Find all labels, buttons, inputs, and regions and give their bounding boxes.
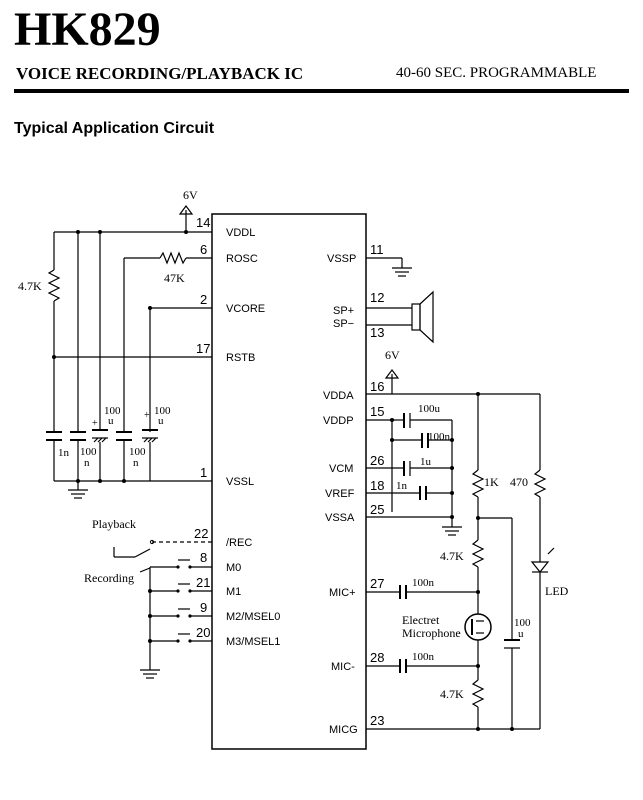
pin-spm-num: 13 xyxy=(370,325,384,340)
c-100n-a-unit: n xyxy=(84,457,90,469)
pin-vdda-name: VDDA xyxy=(323,390,354,402)
pin-vcore-name: VCORE xyxy=(226,303,265,315)
pin-vssp-num: 11 xyxy=(370,242,384,257)
pin-micg-name: MICG xyxy=(329,724,358,736)
mode-switch-network xyxy=(113,539,212,679)
c-vddp-100u-label: 100u xyxy=(418,403,441,415)
r-mic-top-label: 4.7K xyxy=(440,549,464,563)
c-100n-b-label: 100 xyxy=(129,446,146,458)
pin-m3-name: M3/MSEL1 xyxy=(226,636,280,648)
r-470-label: 470 xyxy=(510,475,528,489)
r-1k-label: 1K xyxy=(484,475,499,489)
header-right-text: 40-60 SEC. PROGRAMMABLE xyxy=(396,65,597,81)
c-100n-a-label: 100 xyxy=(80,446,97,458)
left-supply-network xyxy=(46,205,212,499)
pin-rstb-num: 17 xyxy=(196,341,210,356)
section-title: Typical Application Circuit xyxy=(14,120,215,137)
pin-rosc-num: 6 xyxy=(200,242,207,257)
pin-micm-name: MIC- xyxy=(331,661,355,673)
c-100u-b-plus: + xyxy=(144,410,150,421)
playback-label: Playback xyxy=(92,517,136,531)
pin-vssa-name: VSSA xyxy=(325,512,355,524)
pin-vcm-num: 26 xyxy=(370,453,384,468)
pin-m0-name: M0 xyxy=(226,562,241,574)
r-mic-bot-label: 4.7K xyxy=(440,687,464,701)
pin-vssa-num: 25 xyxy=(370,502,384,517)
pin-m3-num: 20 xyxy=(196,625,210,640)
c-100u-a-unit: u xyxy=(108,415,114,427)
pin-spp-name: SP+ xyxy=(333,305,354,317)
c-vcm-label: 1u xyxy=(420,456,432,468)
c-100u-a-plus: + xyxy=(92,418,98,429)
pin-vcore-num: 2 xyxy=(200,292,207,307)
header-rule xyxy=(14,89,629,93)
c-100u-a-label: 100 xyxy=(104,405,121,417)
pin-vdda-num: 16 xyxy=(370,379,384,394)
supply-6v-top: 6V xyxy=(183,188,198,202)
microphone-label-line2: Microphone xyxy=(402,626,461,640)
pin-vref-num: 18 xyxy=(370,478,384,493)
c-100u-b-unit: u xyxy=(158,415,164,427)
c-micm-label: 100n xyxy=(412,651,435,663)
pin-m2-name: M2/MSEL0 xyxy=(226,611,280,623)
r-pullup-label: 4.7K xyxy=(18,279,42,293)
pin-vddp-num: 15 xyxy=(370,404,384,419)
pin-micm-num: 28 xyxy=(370,650,384,665)
pin-vssp-name: VSSP xyxy=(327,253,356,265)
c-vref-label: 1n xyxy=(396,480,408,492)
part-number-title: HK829 xyxy=(14,3,161,56)
pin-m1-name: M1 xyxy=(226,586,241,598)
subtitle: VOICE RECORDING/PLAYBACK IC xyxy=(16,64,304,83)
pin-micg-num: 23 xyxy=(370,713,384,728)
c-100n-b-unit: n xyxy=(133,457,139,469)
c-100u-b-label: 100 xyxy=(154,405,171,417)
pin-vssl-name: VSSL xyxy=(226,476,254,488)
pin-vcm-name: VCM xyxy=(329,463,353,475)
pin-m2-num: 9 xyxy=(200,600,207,615)
pin-micp-name: MIC+ xyxy=(329,587,356,599)
led-label: LED xyxy=(545,584,569,598)
pin-m1-num: 21 xyxy=(196,575,210,590)
c-vddp-100n-label: 100n xyxy=(428,431,451,443)
c-mic-filter-label: 100 xyxy=(514,617,531,629)
pin-vddp-name: VDDP xyxy=(323,415,354,427)
microphone-label-line1: Electret xyxy=(402,613,440,627)
supply-6v-right: 6V xyxy=(385,348,400,362)
pin-rec-name: /REC xyxy=(226,537,252,549)
pin-micp-num: 27 xyxy=(370,576,384,591)
recording-label: Recording xyxy=(84,571,134,585)
pin-m0-num: 8 xyxy=(200,550,207,565)
pin-vddl-name: VDDL xyxy=(226,227,255,239)
c-mic-filter-unit: u xyxy=(518,628,524,640)
pin-rec-num: 22 xyxy=(194,526,208,541)
pin-rstb-name: RSTB xyxy=(226,352,255,364)
pin-spp-num: 12 xyxy=(370,290,384,305)
right-circuit-network xyxy=(366,257,555,731)
pin-spm-name: SP− xyxy=(333,318,354,330)
pin-rosc-name: ROSC xyxy=(226,253,258,265)
pin-vref-name: VREF xyxy=(325,488,355,500)
pin-vssl-num: 1 xyxy=(200,465,207,480)
r-osc-label: 47K xyxy=(164,271,185,285)
c-micp-label: 100n xyxy=(412,577,435,589)
c-1n-label: 1n xyxy=(58,447,70,459)
pin-vddl-num: 14 xyxy=(196,215,210,230)
